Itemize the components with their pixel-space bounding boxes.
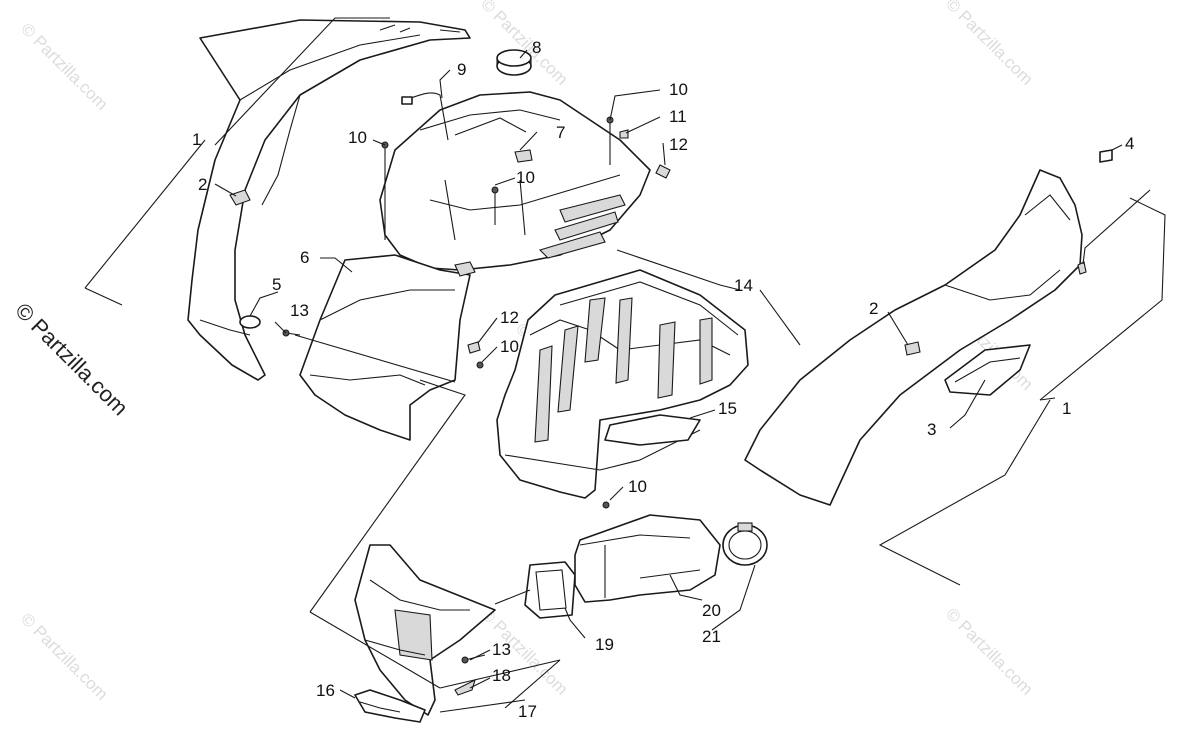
callout-5: 5 (272, 275, 281, 294)
callout-11: 11 (669, 107, 687, 126)
callout-21: 21 (702, 627, 721, 646)
callout-3: 3 (927, 420, 936, 439)
callout-labels: 1 2 5 13 6 10 9 8 7 10 10 11 12 12 10 14… (192, 38, 1134, 721)
callout-15: 15 (718, 399, 737, 418)
callout-1-right: 1 (1062, 399, 1071, 418)
side-watermark: © Partzilla.com (10, 298, 133, 421)
callout-1-left: 1 (192, 130, 201, 149)
callout-12-mid: 12 (500, 308, 519, 327)
callout-17: 17 (518, 702, 537, 721)
callout-10-d: 10 (500, 337, 519, 356)
part-grommet (239, 315, 261, 329)
air-box (496, 269, 749, 509)
leader-lines (84, 17, 1166, 713)
watermark-tile: © Partzilla.com (17, 609, 111, 703)
watermark-tile: © Partzilla.com (17, 19, 111, 113)
part-gasket (604, 414, 701, 446)
left-side-panel (187, 19, 471, 381)
callout-4: 4 (1125, 134, 1134, 153)
part-decal (944, 344, 1031, 396)
right-side-panel (744, 149, 1113, 506)
callout-18: 18 (492, 666, 511, 685)
part-bracket (354, 689, 426, 723)
watermark-tile: © Partzilla.com (477, 0, 571, 89)
callout-9: 9 (457, 60, 466, 79)
callout-10-e: 10 (628, 477, 647, 496)
callout-13-lower: 13 (492, 640, 511, 659)
callout-10-b: 10 (516, 168, 535, 187)
small-hardware (239, 49, 671, 369)
intake-duct (524, 514, 768, 619)
callout-14: 14 (734, 276, 753, 295)
callout-13-left: 13 (290, 301, 309, 320)
callout-12-top: 12 (669, 135, 688, 154)
callout-7: 7 (556, 123, 565, 142)
callout-19: 19 (595, 635, 614, 654)
callout-10-a: 10 (348, 128, 367, 147)
callout-20: 20 (702, 601, 721, 620)
callout-2-left: 2 (198, 175, 207, 194)
part-duct (574, 514, 721, 603)
callout-8: 8 (532, 38, 541, 57)
callout-10-c: 10 (669, 80, 688, 99)
callout-6: 6 (300, 248, 309, 267)
callout-2-right: 2 (869, 299, 878, 318)
callout-16: 16 (316, 681, 335, 700)
lower-inner-panel (354, 544, 496, 723)
watermark-tile: © Partzilla.com (942, 604, 1036, 698)
watermark-tile: © Partzilla.com (942, 0, 1036, 89)
